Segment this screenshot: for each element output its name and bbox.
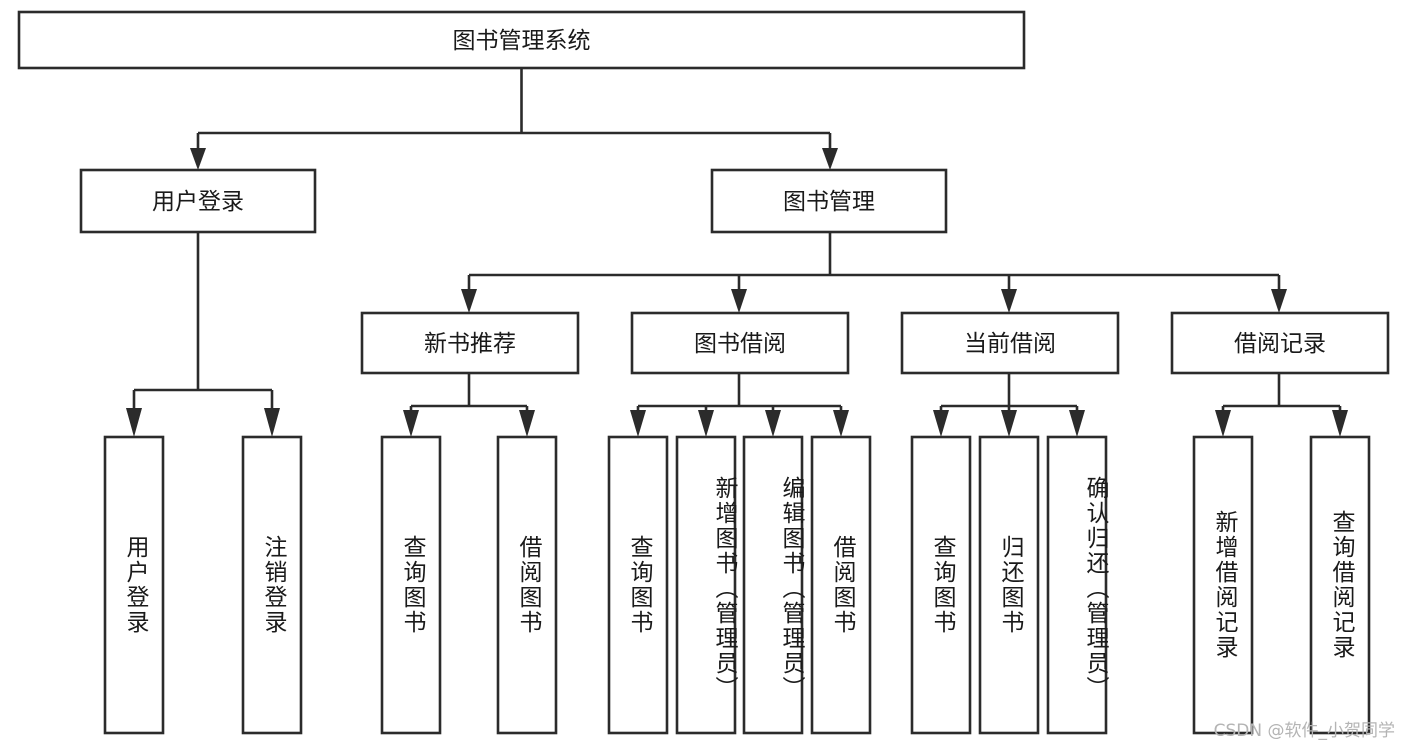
leaf-box-confirm-return[interactable] xyxy=(1046,435,1108,735)
leaf-box-query-book-1[interactable] xyxy=(380,435,442,735)
arrow-head-current-borrow xyxy=(1001,289,1017,313)
node-new-book-recommend-label: 新书推荐 xyxy=(424,331,516,357)
node-book-borrow[interactable]: 图书借阅 xyxy=(630,311,850,375)
node-user-login-label: 用户登录 xyxy=(152,189,244,215)
node-current-borrow[interactable]: 当前借阅 xyxy=(900,311,1120,375)
arrow-head-leaf-add-record xyxy=(1215,410,1231,437)
node-root-box[interactable] xyxy=(17,10,1026,70)
arrow-head-leaf-return-book xyxy=(1001,410,1017,437)
leaf-box-borrow-book-2[interactable] xyxy=(810,435,872,735)
arrow-head-leaf-add-book xyxy=(698,410,714,437)
node-root-label: 图书管理系统 xyxy=(453,28,591,54)
leaf-box-query-book-3[interactable] xyxy=(910,435,972,735)
leaf-box-user-login[interactable] xyxy=(103,435,165,735)
node-new-book-recommend[interactable]: 新书推荐 xyxy=(360,311,580,375)
arrow-head-leaf-borrow-book-2 xyxy=(833,410,849,437)
node-book-manage-box[interactable] xyxy=(710,168,948,234)
node-new-book-recommend-box[interactable] xyxy=(360,311,580,375)
node-borrow-record-label: 借阅记录 xyxy=(1234,331,1326,357)
arrow-head-leaf-query-book-1 xyxy=(403,410,419,437)
leaf-box-user-logout[interactable] xyxy=(241,435,303,735)
connector-group-borrow-record-to-leaves xyxy=(1215,373,1348,437)
arrow-head-leaf-edit-book xyxy=(765,410,781,437)
arrow-head-leaf-confirm-return xyxy=(1069,410,1085,437)
connector-group-user-login-to-leaves xyxy=(126,232,280,437)
arrow-head-borrow-record xyxy=(1271,289,1287,313)
node-borrow-record-box[interactable] xyxy=(1170,311,1390,375)
connector-group-book-borrow-to-leaves xyxy=(630,373,849,437)
arrow-head-user-login xyxy=(190,148,206,170)
arrow-head-new-book-recommend xyxy=(461,289,477,313)
node-book-manage[interactable]: 图书管理 xyxy=(710,168,948,234)
node-user-login-box[interactable] xyxy=(79,168,317,234)
arrow-head-leaf-query-book-3 xyxy=(933,410,949,437)
leaf-box-borrow-book-1[interactable] xyxy=(496,435,558,735)
leaf-box-add-record[interactable] xyxy=(1192,435,1254,735)
watermark-text: CSDN @软件_小贺同学 xyxy=(1213,721,1395,741)
node-current-borrow-box[interactable] xyxy=(900,311,1120,375)
node-book-manage-label: 图书管理 xyxy=(783,189,875,215)
arrow-head-leaf-user-logout xyxy=(264,408,280,437)
node-borrow-record[interactable]: 借阅记录 xyxy=(1170,311,1390,375)
node-root[interactable]: 图书管理系统 xyxy=(17,10,1026,70)
connector-group-book-manage-to-level3 xyxy=(461,232,1287,313)
arrow-head-leaf-query-book-2 xyxy=(630,410,646,437)
arrow-head-leaf-borrow-book-1 xyxy=(519,410,535,437)
leaf-box-add-book[interactable] xyxy=(675,435,737,735)
node-user-login[interactable]: 用户登录 xyxy=(79,168,317,234)
arrow-head-book-manage xyxy=(822,148,838,170)
connector-group-current-borrow-to-leaves xyxy=(933,373,1085,437)
arrow-head-book-borrow xyxy=(731,289,747,313)
node-current-borrow-label: 当前借阅 xyxy=(964,331,1056,357)
connector-group-new-book-recommend-to-leaves xyxy=(403,373,535,437)
arrow-head-leaf-query-record xyxy=(1332,410,1348,437)
arrow-head-leaf-user-login xyxy=(126,408,142,437)
leaf-box-query-book-2[interactable] xyxy=(607,435,669,735)
node-book-borrow-label: 图书借阅 xyxy=(694,331,786,357)
leaf-box-edit-book[interactable] xyxy=(742,435,804,735)
node-book-borrow-box[interactable] xyxy=(630,311,850,375)
connector-group-root-to-level2 xyxy=(190,68,838,170)
leaf-box-query-record[interactable] xyxy=(1309,435,1371,735)
leaf-boxes xyxy=(103,435,1371,735)
leaf-box-return-book[interactable] xyxy=(978,435,1040,735)
